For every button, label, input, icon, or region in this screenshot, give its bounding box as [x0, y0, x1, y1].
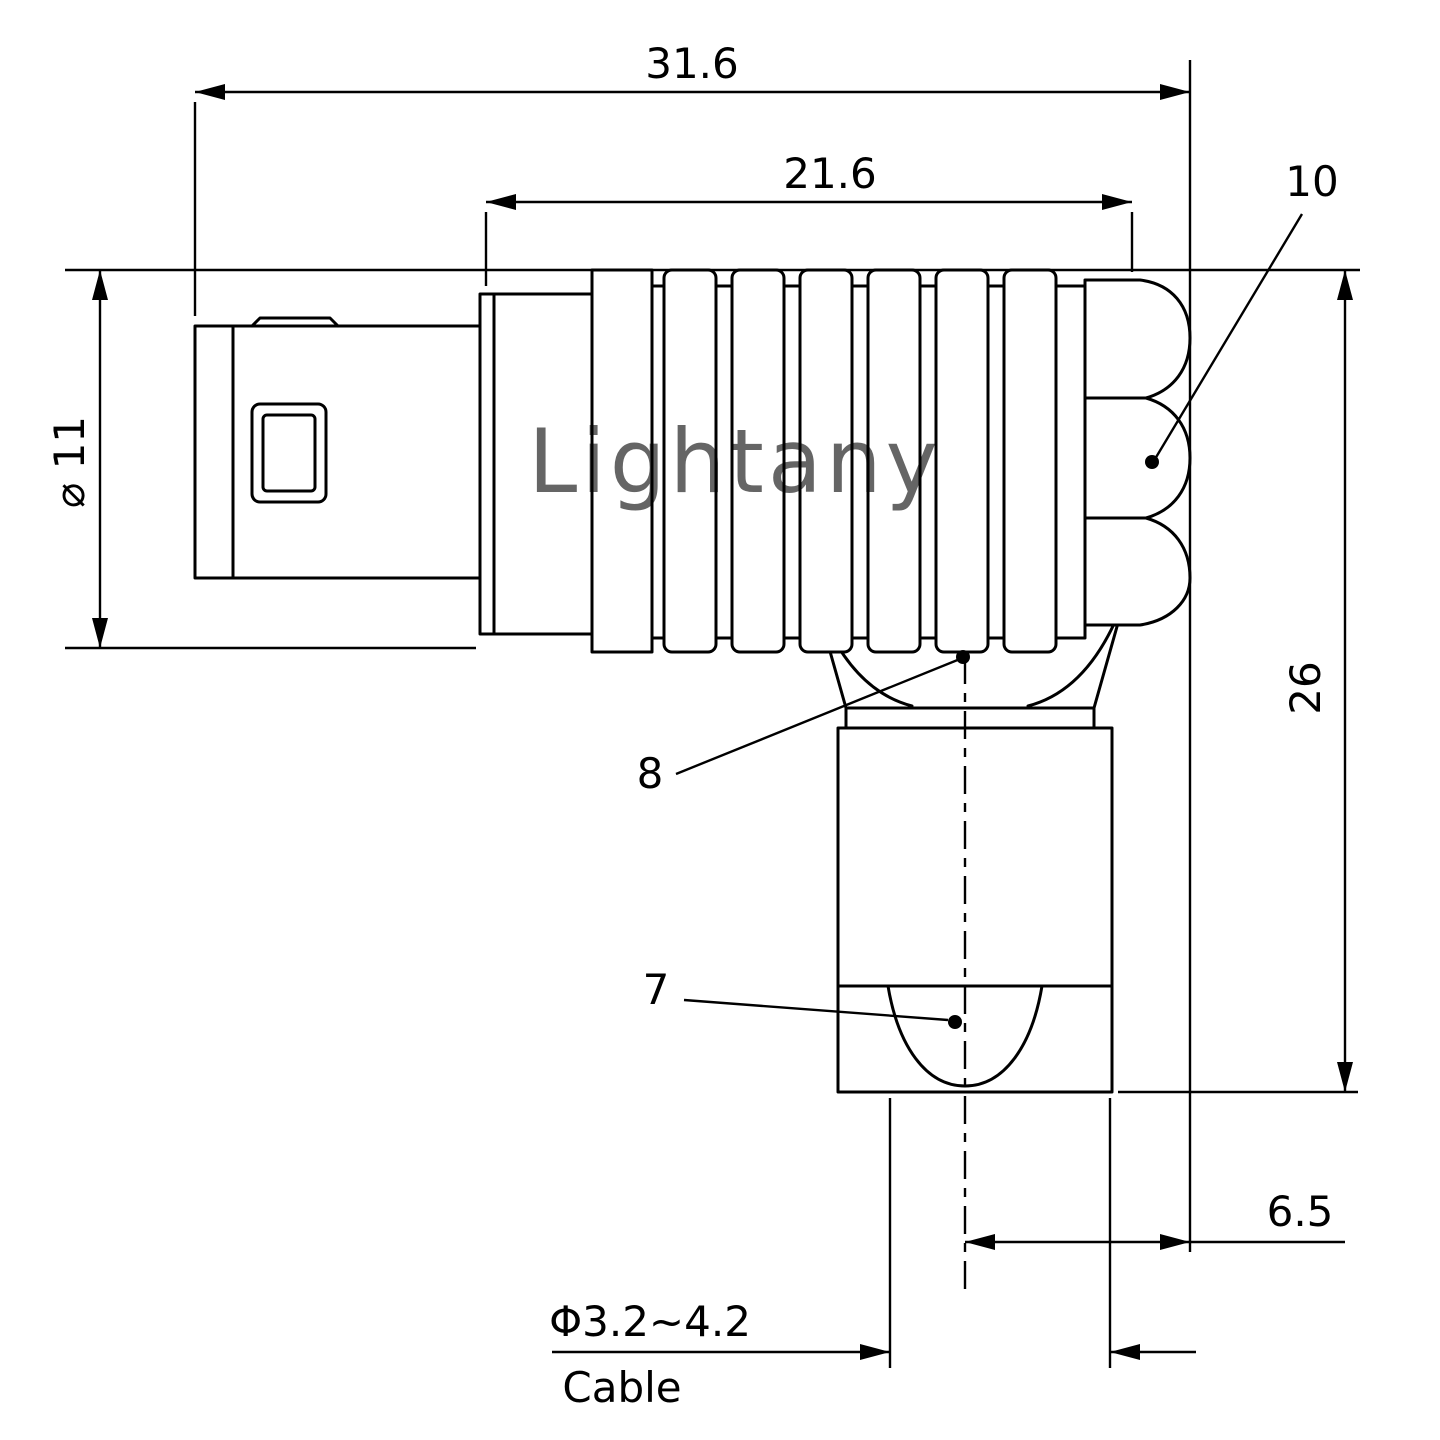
arrowhead-bottom	[92, 618, 108, 648]
dimension-label: 31.6	[645, 39, 739, 88]
dim-body-diameter: ⌀ 11	[45, 270, 108, 648]
arrowhead-right	[1102, 194, 1132, 210]
arrowhead-left	[486, 194, 516, 210]
callout-backnut: 10	[1145, 157, 1339, 469]
callout-label: 10	[1285, 157, 1338, 206]
callout-label: 8	[637, 749, 664, 798]
dim-elbow-offset: 6.5	[965, 1187, 1345, 1250]
contact-window-outer	[250, 402, 328, 504]
contact-window-inner	[261, 413, 317, 493]
callout-dot	[956, 650, 970, 664]
arrowhead-bottom	[1337, 1062, 1353, 1092]
barrel-outline	[836, 726, 1114, 1094]
main-body	[478, 292, 594, 636]
callout-cable-sleeve: 7	[643, 965, 962, 1029]
arrowhead-right	[1160, 84, 1190, 100]
dimension-label: 26	[1281, 661, 1330, 714]
nose-outline	[193, 324, 482, 580]
dimension-label: ⌀ 11	[45, 416, 94, 508]
rib	[1002, 268, 1058, 654]
ribbed-body	[650, 268, 1087, 654]
arrowhead-right	[1160, 1234, 1190, 1250]
dim-front-length: 21.6	[486, 149, 1132, 210]
leader-line	[675, 657, 961, 776]
cable-diameter-label: Φ3.2~4.2	[549, 1297, 751, 1346]
cable-caption: Cable	[562, 1363, 681, 1412]
key-bump	[250, 316, 340, 328]
crown-back-nut	[1083, 278, 1192, 627]
arrowhead-top	[92, 270, 108, 300]
arrowhead-top	[1337, 270, 1353, 300]
callout-dot	[948, 1015, 962, 1029]
dim-cable-diameter: Φ3.2~4.2 Cable	[549, 1297, 1196, 1412]
callout-label: 7	[643, 965, 670, 1014]
elbow-neck	[844, 706, 1096, 730]
callout-hex-nut: 8	[637, 650, 970, 798]
hex-chamfer-arc-right	[1026, 622, 1116, 708]
dimension-label: 21.6	[783, 149, 877, 198]
extension-lines	[65, 60, 1360, 1368]
callout-dot	[1145, 455, 1159, 469]
rib	[934, 268, 990, 654]
leader-line	[1153, 213, 1304, 460]
body-outline	[478, 292, 594, 636]
dim-overall-length: 31.6	[195, 39, 1190, 100]
leader-line	[683, 998, 949, 1022]
arrowhead-left	[860, 1344, 890, 1360]
nut-outline	[1083, 278, 1192, 627]
arrowhead-right	[1110, 1344, 1140, 1360]
cable-barrel	[836, 726, 1114, 1094]
dimension-label: 6.5	[1267, 1187, 1334, 1236]
watermark-text: Lightany	[528, 410, 941, 513]
front-nose	[193, 316, 482, 580]
arrowhead-left	[965, 1234, 995, 1250]
arrowhead-left	[195, 84, 225, 100]
dim-overall-height: 26	[1281, 270, 1353, 1092]
